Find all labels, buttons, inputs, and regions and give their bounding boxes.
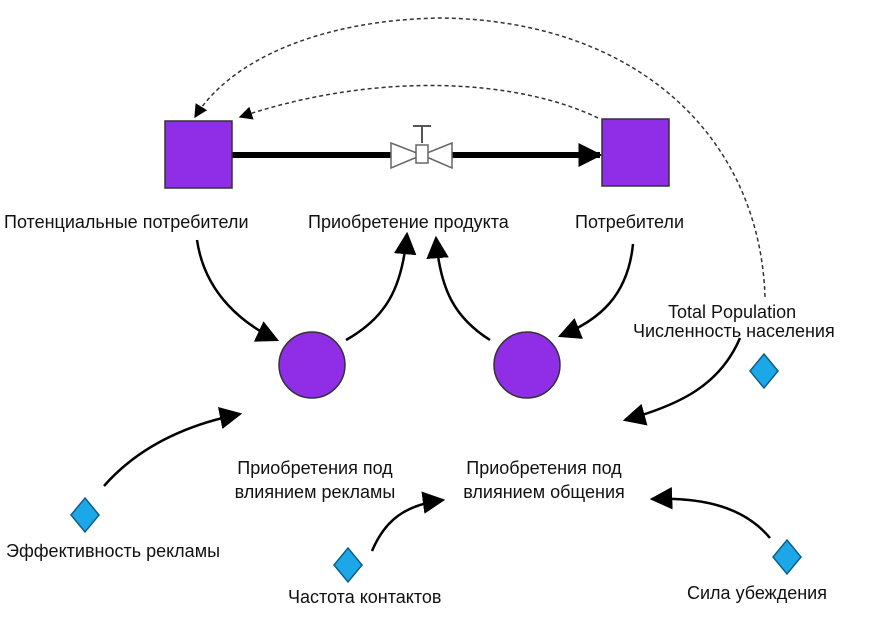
label-total-population: Total Population: [668, 302, 797, 322]
label-ad-effectiveness: Эффективность рекламы: [6, 541, 221, 561]
stock-potential-consumers: [164, 120, 233, 189]
label-wom-adoption-line1: Приобретения под: [466, 458, 622, 478]
link-adeff-to-ads: [103, 406, 243, 487]
label-wom-adoption-line2: влиянием общения: [463, 482, 625, 502]
link-potential-to-ads: [195, 239, 280, 342]
label-potential-consumers: Потенциальные потребители: [4, 212, 249, 232]
dashed-link-population-to-potential: [194, 17, 766, 298]
link-population-to-wom: [622, 337, 742, 426]
label-contact-rate: Частота контактов: [288, 587, 442, 607]
const-persuasion: [772, 538, 802, 576]
dashed-link-adopters-to-potential: [238, 84, 599, 120]
const-total-population: [749, 352, 779, 390]
aux-ad-adoption: [278, 331, 346, 399]
label-ad-adoption-line2: влиянием рекламы: [234, 482, 396, 502]
label-population-ru: Численность населения: [633, 321, 835, 341]
const-ad-effectiveness: [70, 496, 100, 534]
aux-wom-adoption: [493, 331, 561, 399]
link-consumers-to-wom: [557, 243, 635, 339]
const-contact-rate: [333, 546, 363, 584]
link-persuasion-to-wom: [649, 486, 771, 539]
label-consumers: Потребители: [575, 212, 684, 232]
label-product-acquisition: Приобретение продукта: [308, 212, 509, 232]
link-ads-to-flow: [345, 231, 417, 342]
label-ad-adoption-line1: Приобретения под: [237, 458, 393, 478]
link-contact-to-wom: [370, 491, 446, 552]
valve-icon: [390, 125, 453, 170]
link-wom-to-flow: [426, 235, 491, 342]
label-persuasion: Сила убеждения: [687, 583, 827, 603]
stock-consumers: [601, 118, 670, 187]
